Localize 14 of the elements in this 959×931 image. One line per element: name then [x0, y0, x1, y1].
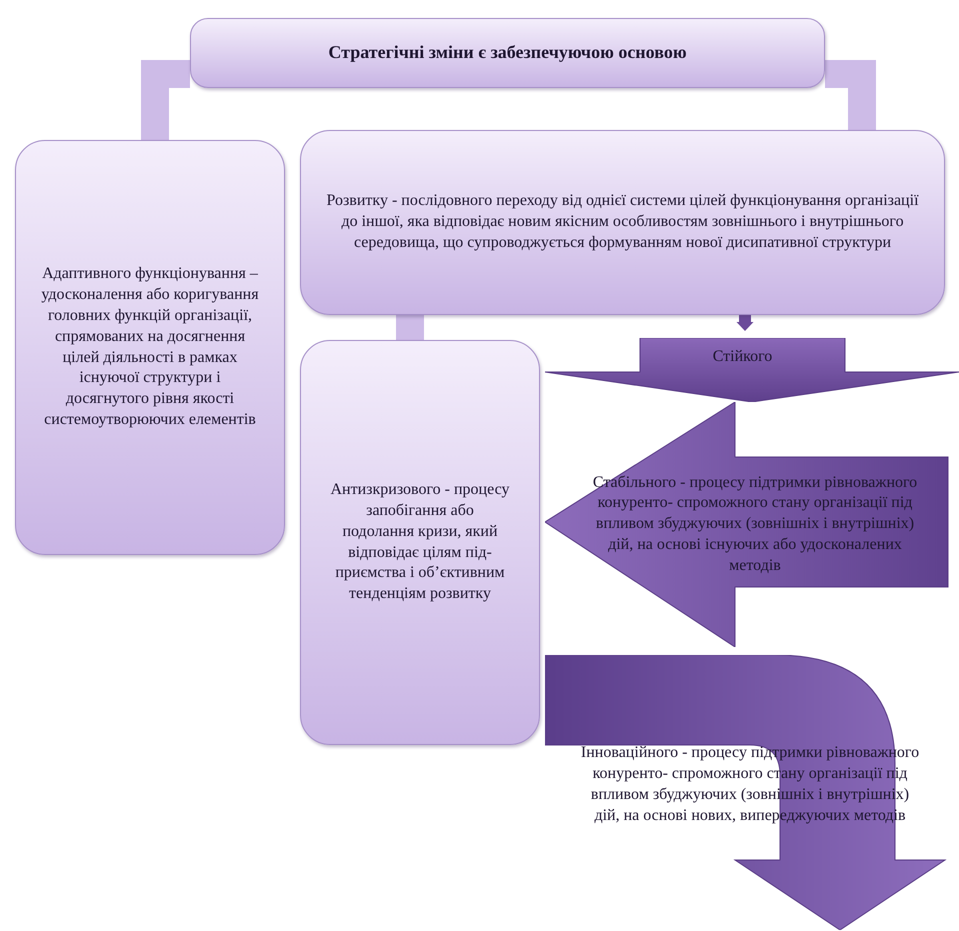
- node-text: Розвитку - послідовного переходу від однієї системи цілей функціонування організації до іншої, яка відповідає новим якісним особливостям зовнішнього і внутрішнього середовища, що супроводжується формуванням нової дисипативної структури: [325, 191, 920, 253]
- node-text: Стратегічні зміни є забезпечуючою основою: [328, 41, 687, 64]
- rounded-box: [300, 340, 540, 745]
- title-box: [190, 18, 825, 88]
- node-text: Стійкого: [712, 346, 772, 367]
- connector: [825, 60, 876, 130]
- arrow: [736, 315, 754, 332]
- rounded-box: [15, 140, 285, 555]
- node-text: Адаптивного функціонування – удосконалення або коригування головних функцій організації, спрямованих на досягнення цілей діяльності в рамках існуючої структури і досягнутого рівня якості системоутворюючих елементів: [40, 264, 260, 430]
- node-text: Антизкризового - процесу запобігання або подолання кризи, який відповідає цілям під- приємства і об’єктивним тенденціям розвитку: [329, 480, 510, 604]
- banner-shape: [545, 338, 959, 402]
- connector: [396, 315, 424, 340]
- connector: [141, 60, 190, 140]
- rounded-box: [300, 130, 945, 315]
